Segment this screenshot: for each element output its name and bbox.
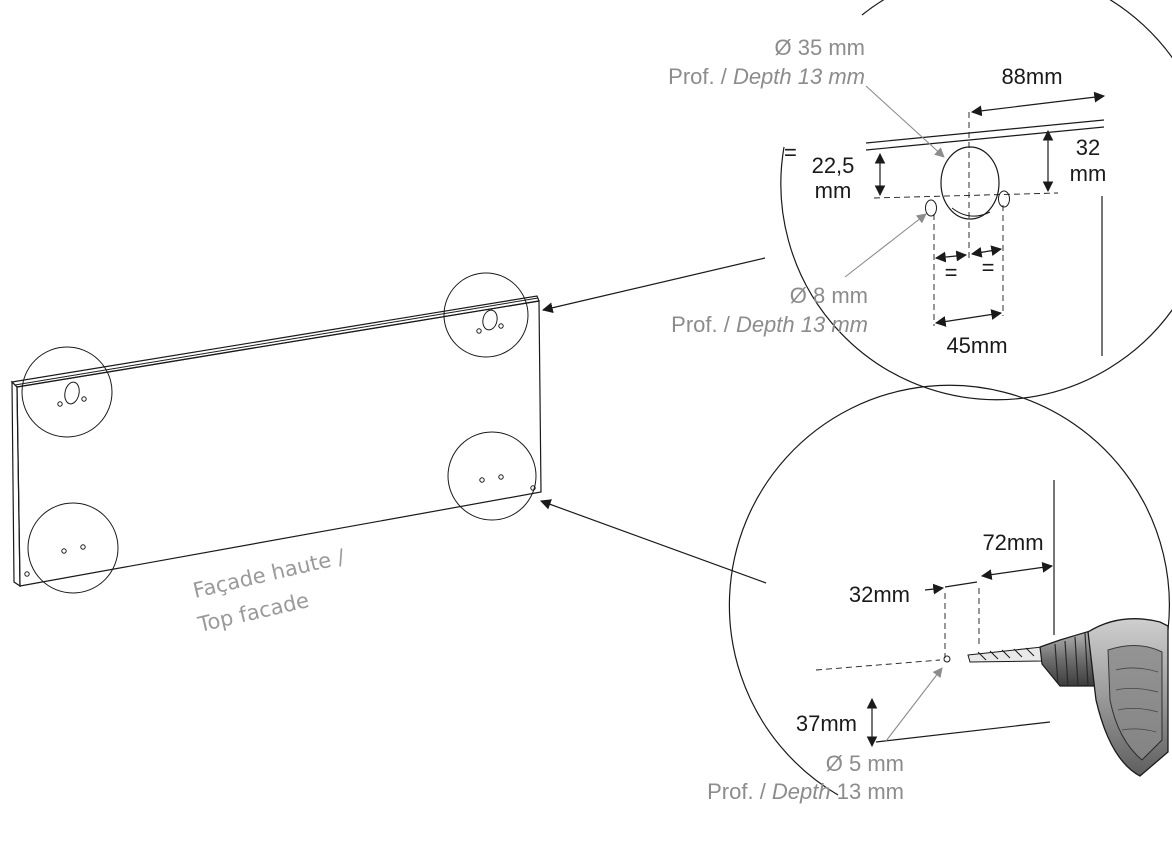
pointer-arrow-top: [541, 257, 766, 314]
dim-88mm: 88mm: [1001, 64, 1062, 89]
equal-mark-right: =: [982, 255, 995, 280]
leader-drill-hole: [885, 667, 943, 742]
dim-32-value: 32: [1076, 135, 1100, 160]
detail-circle-bottom: [728, 384, 1170, 796]
dim-45mm: 45mm: [946, 333, 1007, 358]
equal-mark-edge: =: [784, 140, 797, 165]
drill-hole-diameter: Ø 5 mm: [826, 751, 904, 776]
panel-circle-bottom-left: [24, 502, 119, 594]
drill-illustration: [967, 618, 1169, 777]
drill-hole-depth: Prof. / Depth 13 mm: [707, 779, 904, 804]
leader-hinge-hole: [865, 85, 945, 158]
top-facade-panel: [10, 295, 542, 588]
equal-mark-left: =: [945, 260, 958, 285]
hinge-hole-diameter: Ø 35 mm: [775, 35, 865, 60]
dim-32-unit: mm: [1070, 161, 1107, 186]
panel-label-line1: Façade haute /: [191, 544, 348, 602]
dim-22-5-unit: mm: [815, 178, 852, 203]
dim-72mm: 72mm: [982, 530, 1043, 555]
detail-circle-top: [780, 0, 1172, 401]
screw-hole-depth: Prof. / Depth 13 mm: [671, 312, 868, 337]
panel-circle-bottom-right: [447, 431, 537, 521]
leader-screw-hole: [844, 213, 927, 278]
dim-22-5-value: 22,5: [812, 153, 855, 178]
hinge-hole-depth: Prof. / Depth 13 mm: [668, 64, 865, 89]
dim-32mm: 32mm: [849, 582, 910, 607]
panel-circle-top-left: [21, 346, 113, 438]
panel-circle-top-right: [443, 272, 529, 358]
pointer-arrow-bottom: [539, 499, 767, 584]
dim-37mm: 37mm: [796, 711, 857, 736]
screw-hole-diameter: Ø 8 mm: [790, 283, 868, 308]
